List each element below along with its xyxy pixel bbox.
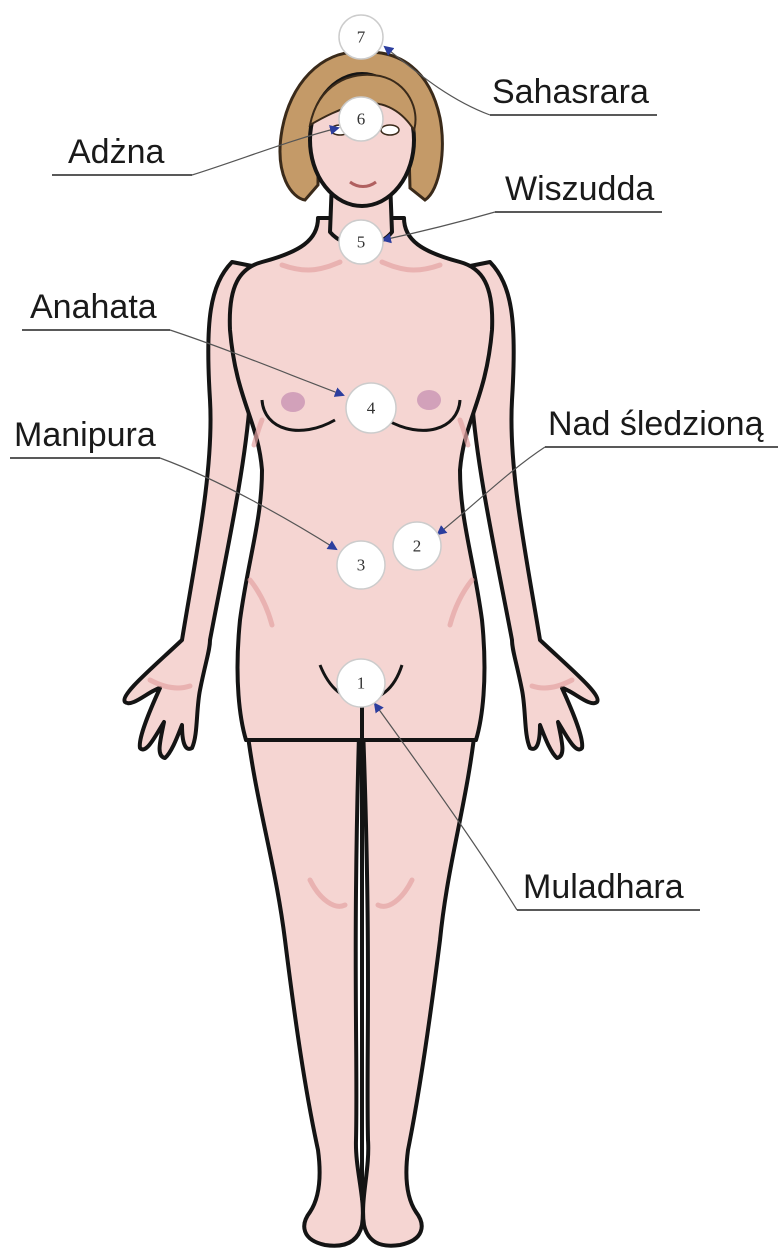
label-nad-sledziona: Nad śledzioną [548,405,764,443]
chakra-number-3: 3 [357,556,366,575]
chakra-point-3: 3 [337,541,385,589]
chakra-number-2: 2 [413,537,422,556]
label-manipura: Manipura [14,416,156,454]
chakra-point-7: 7 [339,15,383,59]
chakra-number-5: 5 [357,233,366,252]
chakra-point-5: 5 [339,220,383,264]
chakra-number-7: 7 [357,28,366,47]
right-nipple [417,390,441,410]
right-eye [381,125,399,135]
right-leg [362,700,476,1246]
chakra-point-6: 6 [339,97,383,141]
chakra-number-4: 4 [367,399,376,418]
chakra-number-1: 1 [357,674,366,693]
label-sahasrara: Sahasrara [492,73,649,111]
label-wiszudda: Wiszudda [505,170,654,208]
left-leg [246,700,363,1246]
label-muladhara: Muladhara [523,868,684,906]
label-adzna: Adżna [68,133,164,171]
left-nipple [281,392,305,412]
chakra-point-4: 4 [346,383,396,433]
chakra-point-1: 1 [337,659,385,707]
chakra-point-2: 2 [393,522,441,570]
label-anahata: Anahata [30,288,157,326]
chakra-number-6: 6 [357,110,366,129]
